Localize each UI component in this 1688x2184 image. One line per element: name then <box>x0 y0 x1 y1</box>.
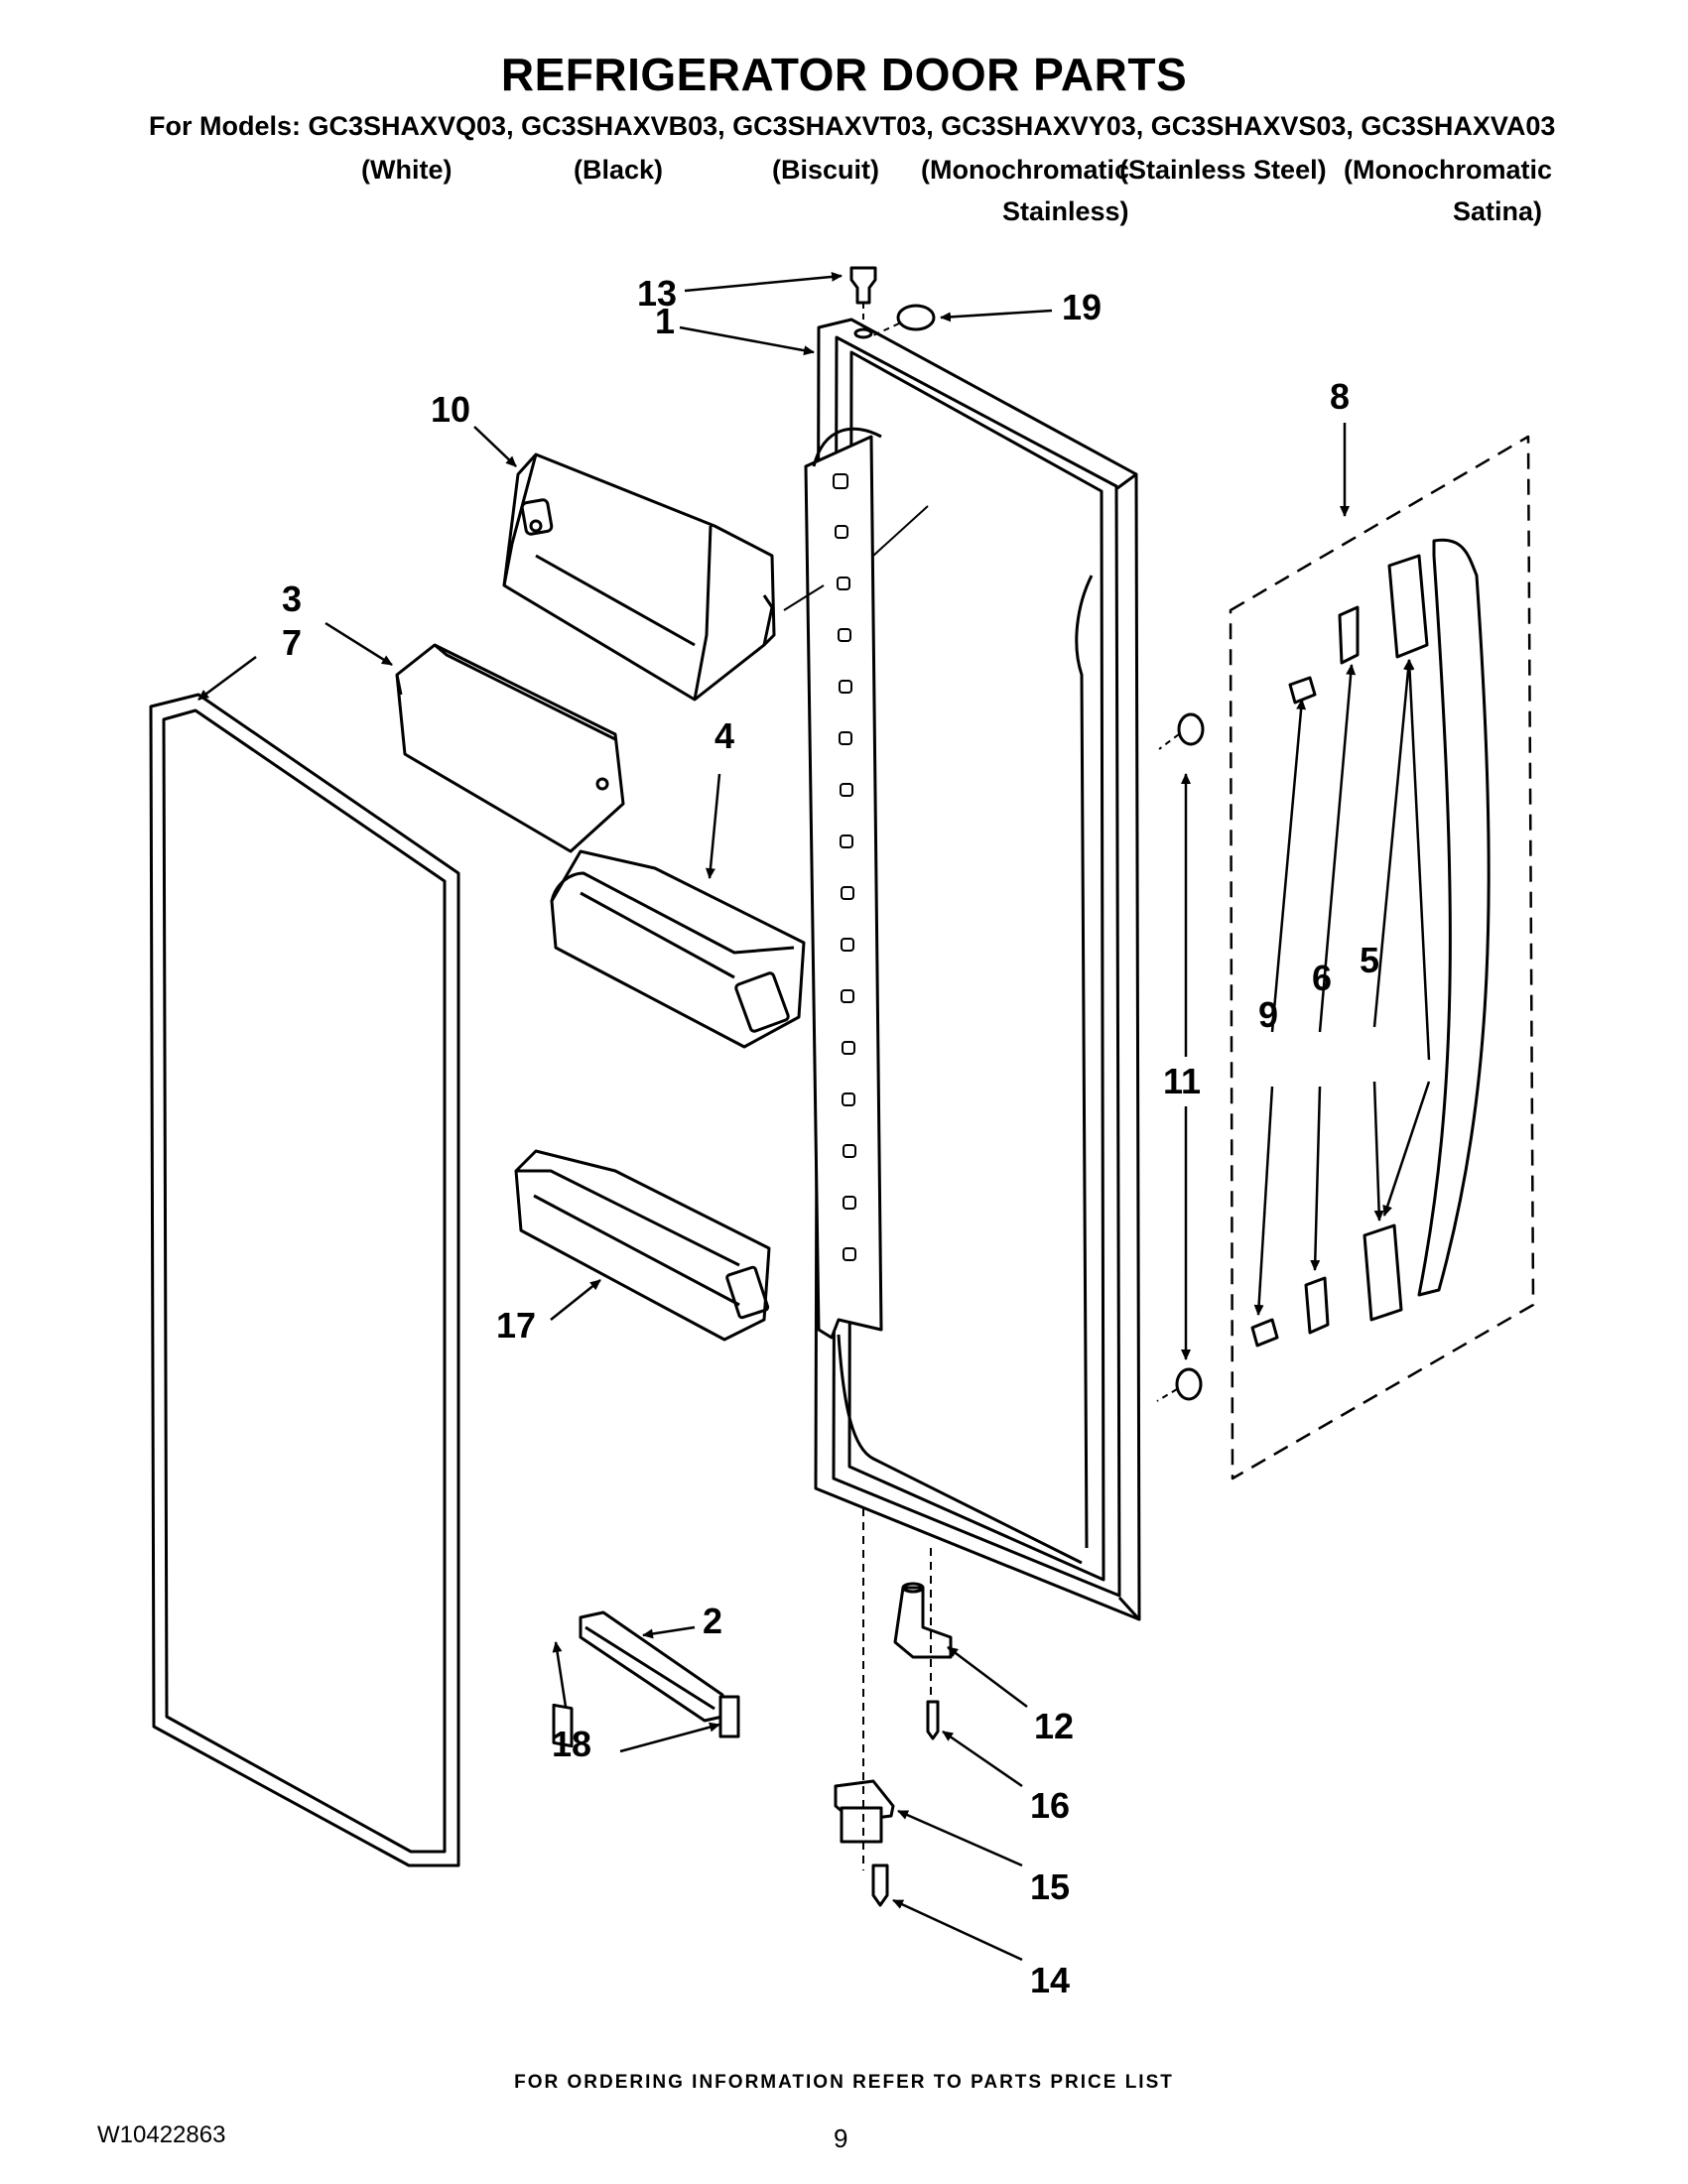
callout-7: 7 <box>282 622 303 663</box>
bracket-screw-part <box>871 1863 889 1907</box>
callout-16: 16 <box>1030 1785 1071 1826</box>
door-gasket-part <box>149 693 460 1867</box>
dairy-door-part <box>395 643 625 853</box>
models-line: For Models: GC3SHAXVQ03, GC3SHAXVB03, GC… <box>149 111 1556 141</box>
handle-stud-upper-part <box>1177 712 1205 746</box>
handle-screw-lower-part <box>1250 1318 1279 1348</box>
ordering-footer-note: FOR ORDERING INFORMATION REFER TO PARTS … <box>514 2072 1174 2093</box>
callout-11: 11 <box>1163 1061 1202 1101</box>
trim-end-cap-left-part <box>552 1703 574 1748</box>
callout-1: 1 <box>655 301 676 341</box>
callout-17: 17 <box>496 1305 537 1346</box>
callout-18: 18 <box>552 1724 592 1764</box>
callout-9: 9 <box>1258 994 1279 1035</box>
callout-4: 4 <box>714 715 735 756</box>
top-hinge-bushing-part <box>849 266 877 322</box>
bottom-trim-part <box>579 1610 724 1723</box>
color-monochromatic-stainless-line1: (Monochromatic <box>921 155 1130 185</box>
door-liner-part <box>783 318 1141 1621</box>
page-number: 9 <box>834 2123 848 2153</box>
handle-mount-lower-part <box>1304 1276 1330 1335</box>
document-number: W10422863 <box>97 2121 226 2148</box>
door-plug-part <box>896 304 936 331</box>
color-stainless-steel: (Stainless Steel) <box>1119 155 1327 185</box>
callout-3: 3 <box>282 578 303 619</box>
callout-14: 14 <box>1030 1960 1071 2000</box>
handle-screw-upper-part <box>1288 676 1317 705</box>
callout-12: 12 <box>1034 1706 1075 1746</box>
callout-5: 5 <box>1360 940 1380 980</box>
callout-6: 6 <box>1312 958 1333 998</box>
color-monochromatic-satina-line1: (Monochromatic <box>1344 155 1553 185</box>
color-black: (Black) <box>574 155 664 185</box>
callout-8: 8 <box>1330 376 1351 417</box>
callout-10: 10 <box>431 389 471 430</box>
trim-end-cap-right-part <box>718 1695 740 1738</box>
door-bin-part <box>550 849 806 1049</box>
hinge-bracket-part <box>834 1779 895 1844</box>
handle-stud-lower-part <box>1175 1367 1203 1401</box>
callout-2: 2 <box>703 1601 723 1641</box>
callout-19: 19 <box>1062 287 1103 327</box>
page-title: REFRIGERATOR DOOR PARTS <box>500 49 1188 100</box>
handle-mount-upper-part <box>1338 605 1360 665</box>
color-white: (White) <box>361 155 453 185</box>
lower-hinge-part <box>893 1582 953 1659</box>
handle-part <box>1363 538 1491 1322</box>
handle-kit-outline <box>1229 435 1535 1480</box>
color-biscuit: (Biscuit) <box>772 155 879 185</box>
color-monochromatic-stainless-line2: Stainless) <box>1002 196 1129 226</box>
hinge-screw-part <box>926 1700 940 1740</box>
lower-door-bin-part <box>514 1149 771 1342</box>
callout-13: 13 <box>637 273 678 314</box>
dairy-compartment-part <box>502 452 776 702</box>
callout-15: 15 <box>1030 1866 1071 1907</box>
color-monochromatic-satina-line2: Satina) <box>1453 196 1543 226</box>
